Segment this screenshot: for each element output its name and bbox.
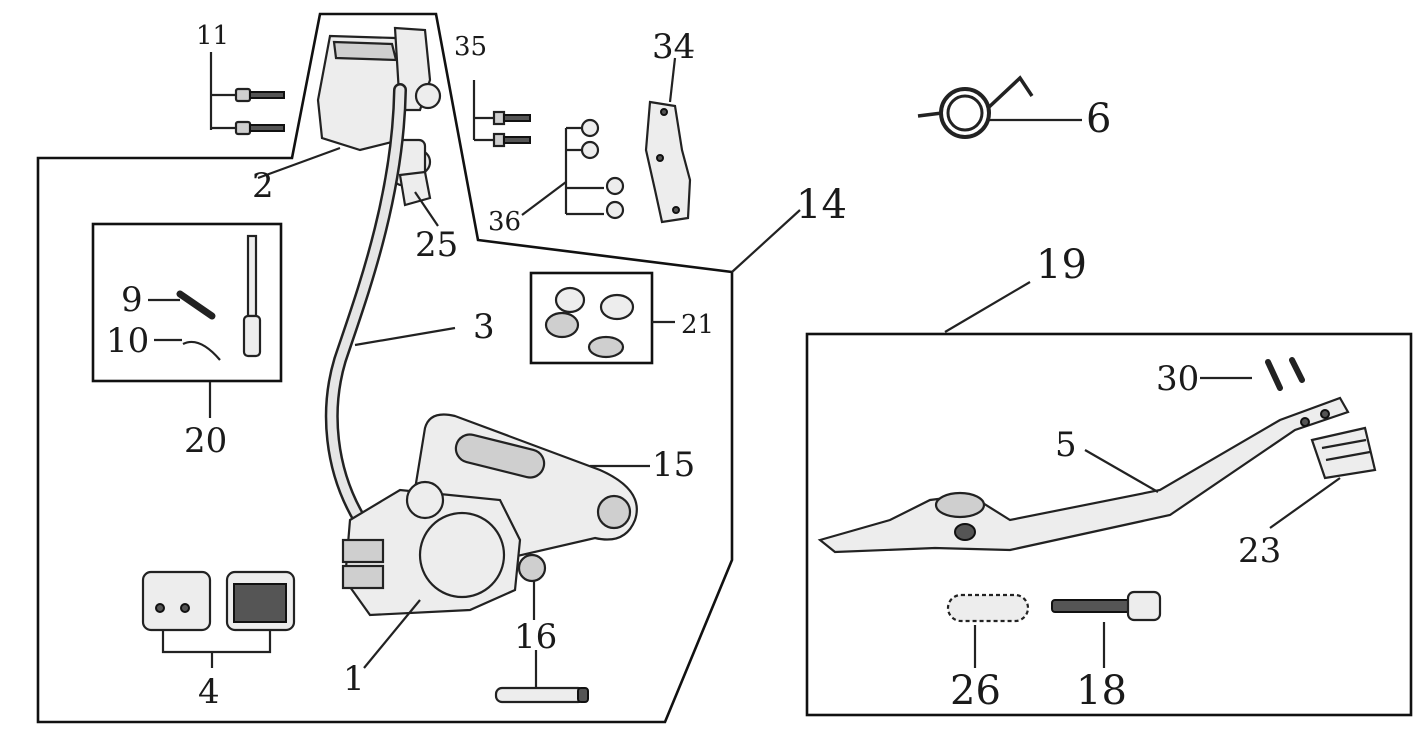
bolts-11 (209, 52, 285, 136)
brake-pads-4 (141, 570, 296, 668)
label-3: 3 (473, 307, 495, 347)
label-15: 15 (652, 445, 695, 485)
brake-pedal-5 (817, 396, 1350, 554)
label-18: 18 (1076, 668, 1127, 714)
brake-hose-3 (324, 83, 407, 527)
label-4: 4 (198, 672, 220, 712)
label-5: 5 (1055, 425, 1077, 465)
label-25: 25 (415, 225, 458, 265)
assembly-outline-14 (36, 12, 734, 724)
bushing-26 (946, 593, 1030, 623)
return-spring-6 (917, 75, 1034, 139)
label-23: 23 (1238, 531, 1281, 571)
tool-20 (242, 234, 262, 358)
master-cylinder-2 (316, 26, 442, 187)
label-9: 9 (121, 280, 143, 320)
label-36: 36 (488, 207, 521, 237)
label-34: 34 (652, 27, 695, 67)
fitting-25 (398, 170, 432, 207)
leader-lines (148, 57, 1341, 688)
bolts-30 (1265, 357, 1305, 391)
washers-36 (521, 118, 625, 220)
label-1: 1 (343, 659, 365, 699)
brake-caliper-1 (341, 480, 547, 617)
label-6: 6 (1086, 96, 1111, 142)
seals-21 (544, 286, 635, 359)
label-11: 11 (196, 21, 229, 51)
kit-box-20 (91, 222, 283, 383)
kit-box-21 (529, 271, 654, 365)
label-20: 20 (184, 421, 227, 461)
label-30: 30 (1156, 359, 1199, 399)
pin-16 (494, 686, 589, 704)
spring-9 (176, 290, 216, 320)
label-26: 26 (950, 668, 1001, 714)
label-19: 19 (1036, 242, 1087, 288)
label-10: 10 (106, 321, 149, 361)
pedal-box-19 (805, 332, 1413, 717)
clip-10 (182, 340, 221, 361)
bolt-18 (1051, 590, 1162, 622)
bolts-35 (472, 80, 531, 148)
label-21: 21 (681, 310, 714, 340)
plate-34 (644, 100, 692, 224)
label-14: 14 (796, 182, 847, 228)
label-35: 35 (454, 32, 487, 62)
label-16: 16 (514, 617, 557, 657)
foot-pad-23 (1310, 426, 1377, 480)
label-2: 2 (252, 166, 274, 206)
